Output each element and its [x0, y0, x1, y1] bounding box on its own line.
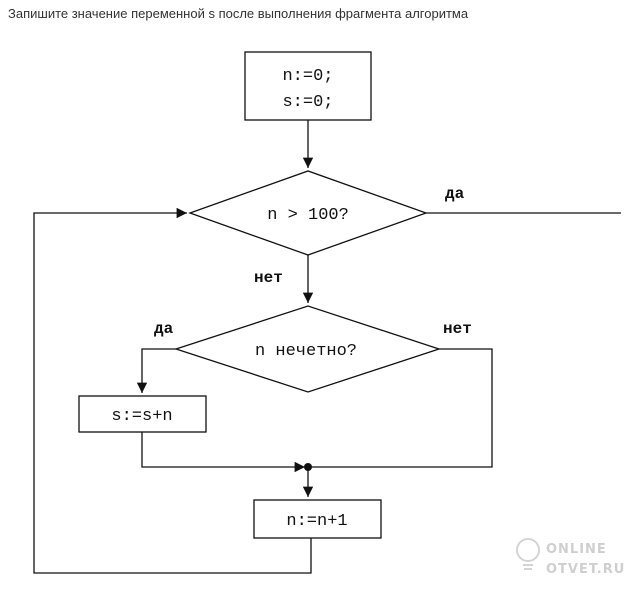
watermark-line-1: ONLINE — [546, 542, 607, 557]
cond1-yes-label: да — [445, 185, 465, 203]
watermark-line-2: OTVET.RU — [546, 562, 624, 577]
action-n-block — [253, 499, 382, 539]
junction-dot — [304, 463, 312, 471]
lightbulb-icon — [516, 538, 540, 570]
condition-2-text: n нечетно? — [255, 342, 357, 361]
arrow-odd-yes — [136, 348, 176, 393]
question-text: Запишите значение переменной s после вып… — [8, 6, 469, 21]
action-s-text: s:=s+n — [111, 407, 172, 426]
arrow-s-to-junction — [141, 432, 305, 473]
arrow-loop-back — [33, 207, 312, 574]
line-odd-no — [308, 348, 493, 468]
action-n-text: n:=n+1 — [286, 512, 347, 531]
watermark: ONLINE OTVET.RU — [516, 538, 624, 577]
condition-1-text: n > 100? — [267, 206, 349, 225]
init-line-2: s:=0; — [282, 93, 333, 112]
cond2-yes-label: да — [154, 320, 174, 338]
cond2-no-label: нет — [443, 320, 472, 338]
cond1-no-label: нет — [254, 269, 283, 287]
init-line-1: n:=0; — [282, 67, 333, 86]
